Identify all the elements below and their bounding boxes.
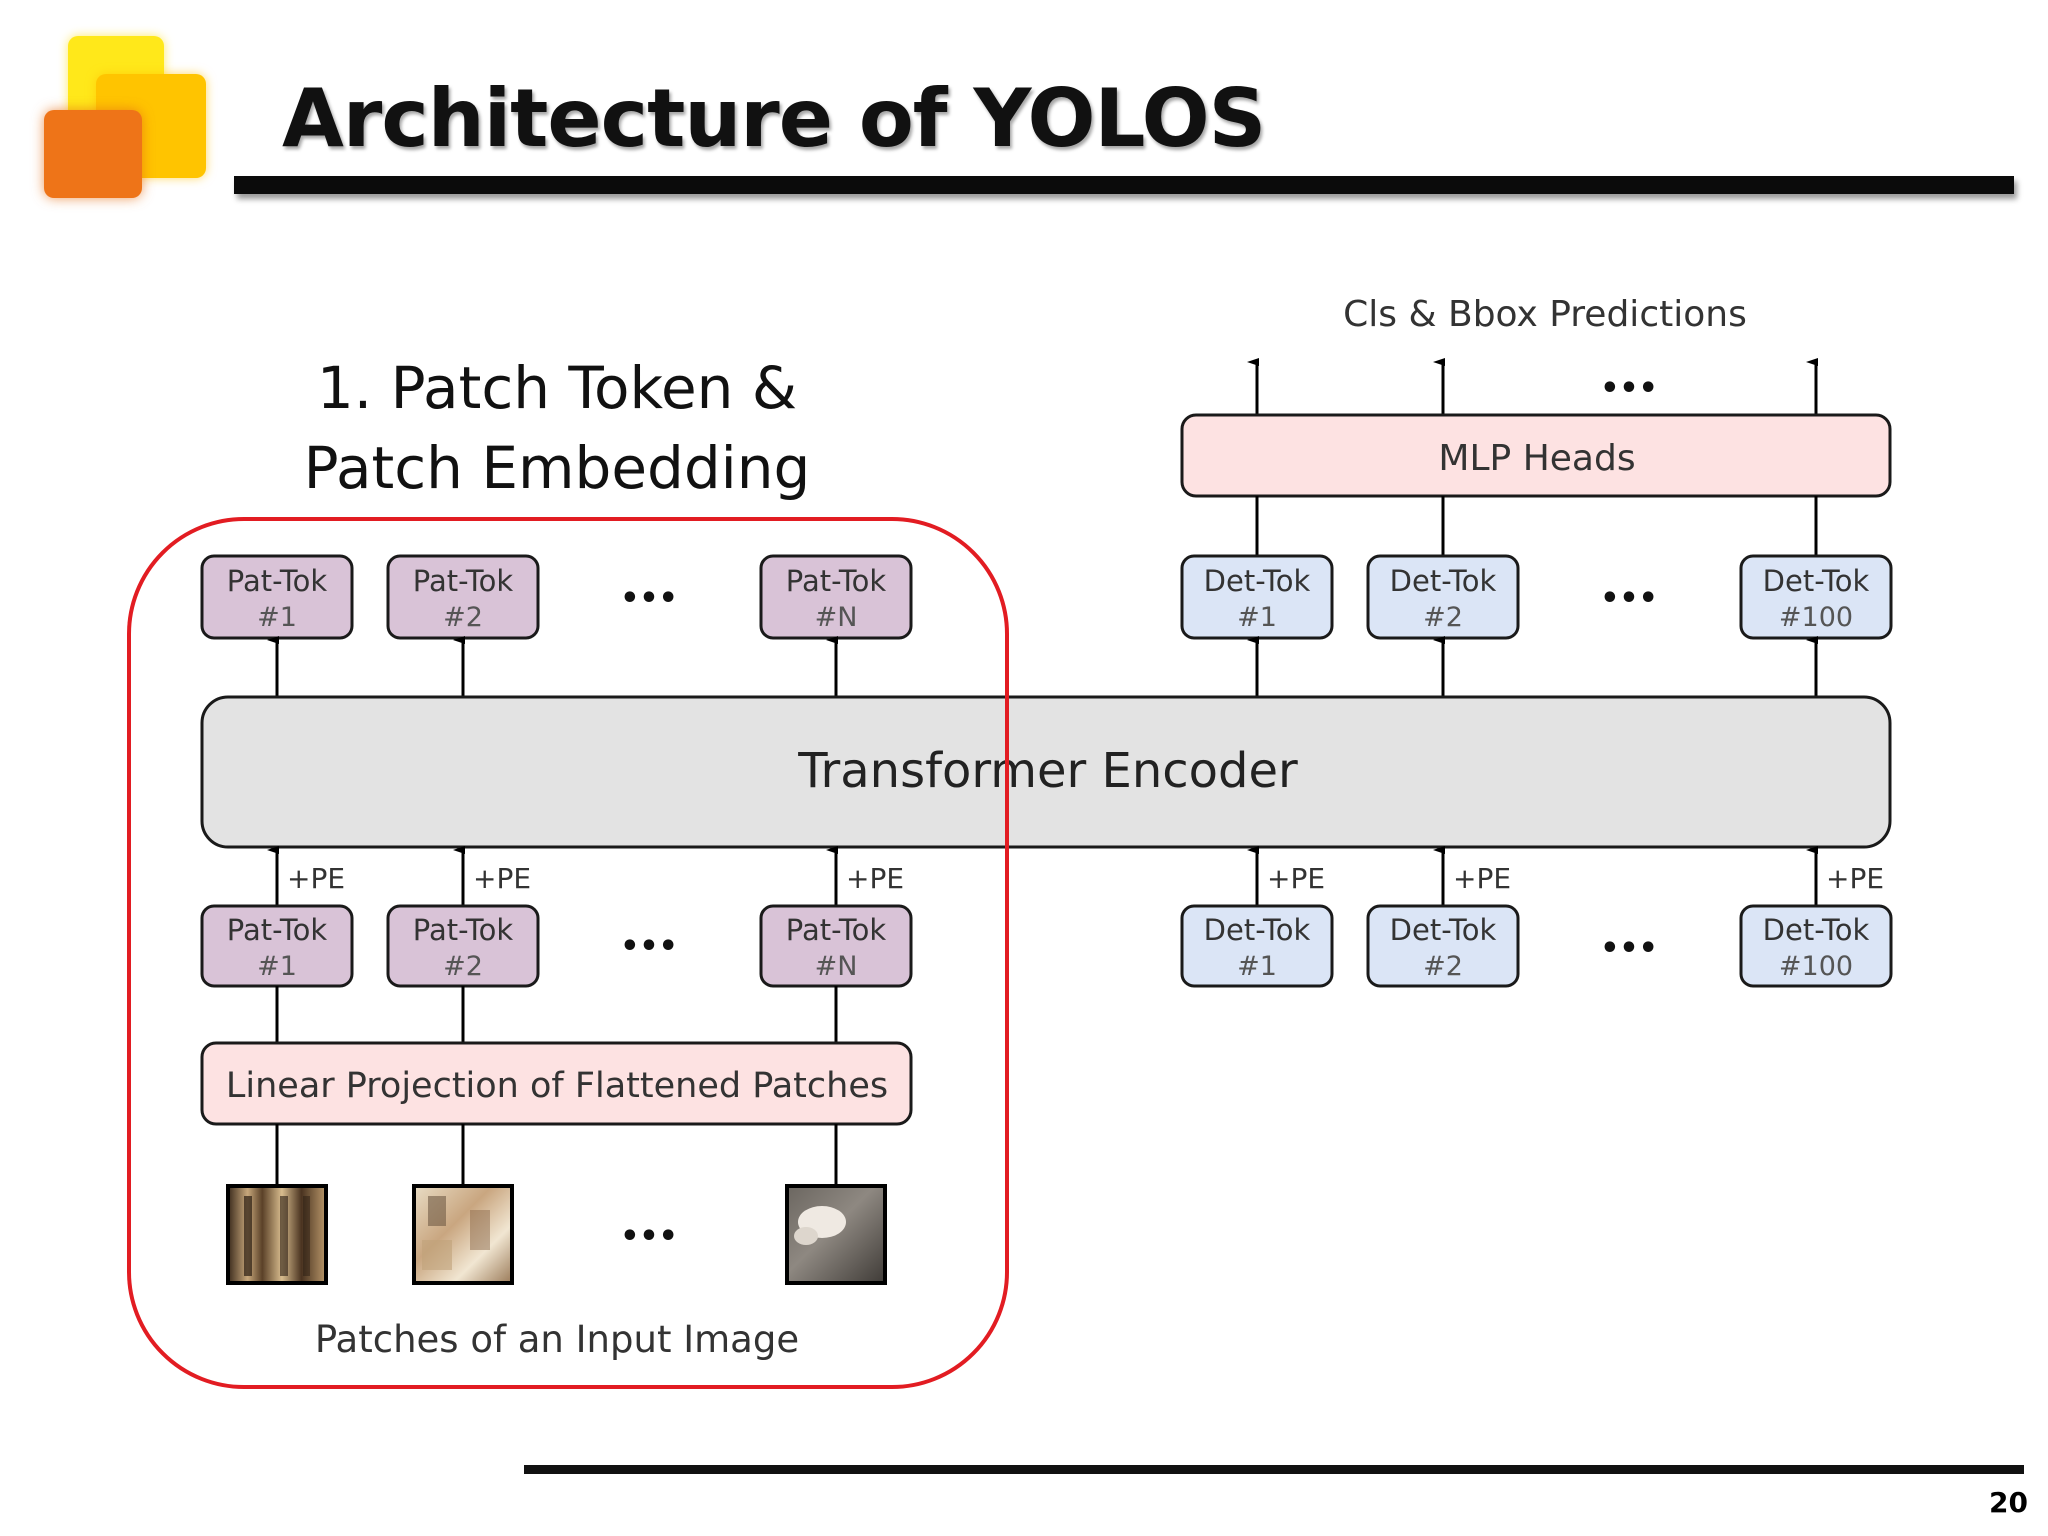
bottom-patch-ellipsis: ••• xyxy=(620,929,678,964)
bottom-patch-token-2: Pat-Tok #2 xyxy=(386,904,540,988)
slide-logo xyxy=(28,30,208,210)
image-patch-n xyxy=(785,1184,887,1285)
token-id: #2 xyxy=(443,951,483,982)
pe-label-6: +PE xyxy=(1826,862,1884,895)
bottom-det-ellipsis: ••• xyxy=(1600,931,1658,966)
logo-square-orange xyxy=(44,110,142,198)
image-patch-2 xyxy=(412,1184,514,1285)
top-patch-token-1: Pat-Tok #1 xyxy=(200,554,354,640)
linear-projection-box xyxy=(200,1041,913,1126)
pe-label-5: +PE xyxy=(1453,862,1511,895)
token-label: Pat-Tok xyxy=(413,564,514,598)
token-label: Pat-Tok xyxy=(413,913,514,947)
annotation-line-1: 1. Patch Token & xyxy=(317,354,797,422)
slide-title: Architecture of YOLOS xyxy=(282,72,1266,165)
linear-projection-label: Linear Projection of Flattened Patches xyxy=(226,1066,888,1106)
mlp-heads-box xyxy=(1180,413,1892,498)
image-patch-1 xyxy=(226,1184,328,1285)
token-label: Det-Tok xyxy=(1763,913,1870,947)
token-id: #1 xyxy=(1237,602,1277,633)
token-label: Det-Tok xyxy=(1204,564,1311,598)
token-label: Pat-Tok xyxy=(227,564,328,598)
token-id: #2 xyxy=(1423,602,1463,633)
highlight-box xyxy=(127,517,1009,1389)
pe-label-1: +PE xyxy=(287,862,345,895)
transformer-encoder-label: Transformer Encoder xyxy=(797,743,1298,799)
token-label: Pat-Tok xyxy=(786,913,887,947)
pe-label-4: +PE xyxy=(1267,862,1325,895)
token-id: #N xyxy=(815,602,858,633)
annotation-line-2: Patch Embedding xyxy=(304,434,811,502)
top-patch-ellipsis: ••• xyxy=(620,581,678,616)
mlp-heads-label: MLP Heads xyxy=(1438,438,1635,479)
bottom-patch-token-1: Pat-Tok #1 xyxy=(200,904,354,988)
top-det-token-100: Det-Tok #100 xyxy=(1739,554,1893,640)
footer-rule xyxy=(524,1465,2024,1474)
top-det-ellipsis: ••• xyxy=(1600,581,1658,616)
image-patch-ellipsis: ••• xyxy=(620,1219,678,1254)
input-caption: Patches of an Input Image xyxy=(315,1318,799,1361)
pe-label-3: +PE xyxy=(846,862,904,895)
title-underline xyxy=(234,176,2014,194)
token-label: Det-Tok xyxy=(1390,913,1497,947)
token-id: #2 xyxy=(1423,951,1463,982)
top-patch-token-n: Pat-Tok #N xyxy=(759,554,913,640)
token-label: Det-Tok xyxy=(1204,913,1311,947)
token-id: #N xyxy=(815,951,858,982)
token-label: Det-Tok xyxy=(1763,564,1870,598)
token-id: #2 xyxy=(443,602,483,633)
token-id: #100 xyxy=(1779,951,1853,982)
token-id: #1 xyxy=(257,602,297,633)
token-label: Det-Tok xyxy=(1390,564,1497,598)
token-id: #100 xyxy=(1779,602,1853,633)
top-patch-token-2: Pat-Tok #2 xyxy=(386,554,540,640)
bottom-det-token-2: Det-Tok #2 xyxy=(1366,904,1520,988)
bottom-det-token-1: Det-Tok #1 xyxy=(1180,904,1334,988)
top-det-token-2: Det-Tok #2 xyxy=(1366,554,1520,640)
bottom-patch-token-n: Pat-Tok #N xyxy=(759,904,913,988)
token-label: Pat-Tok xyxy=(786,564,887,598)
token-label: Pat-Tok xyxy=(227,913,328,947)
token-id: #1 xyxy=(1237,951,1277,982)
output-ellipsis: ••• xyxy=(1600,371,1658,406)
transformer-encoder-box xyxy=(200,695,1892,849)
top-det-token-1: Det-Tok #1 xyxy=(1180,554,1334,640)
bottom-det-token-100: Det-Tok #100 xyxy=(1739,904,1893,988)
page-number: 20 xyxy=(1989,1486,2028,1519)
token-id: #1 xyxy=(257,951,297,982)
pe-label-2: +PE xyxy=(473,862,531,895)
output-label: Cls & Bbox Predictions xyxy=(1343,294,1747,335)
